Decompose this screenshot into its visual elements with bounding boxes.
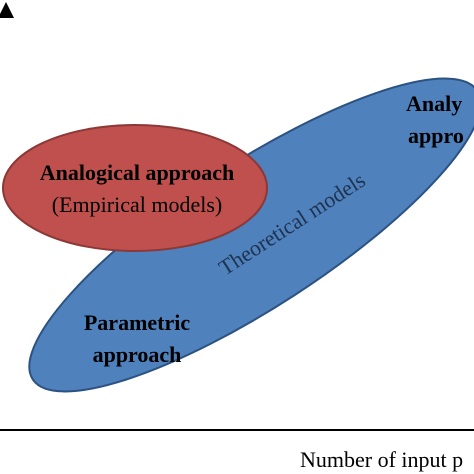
x-axis-label: Number of input p	[300, 447, 463, 472]
parametric-approach-line1: Parametric	[84, 310, 190, 335]
analogical-approach-ellipse	[2, 124, 268, 252]
y-axis-arrowhead	[0, 2, 14, 18]
analytical-approach-line2: appro	[408, 123, 464, 148]
analogical-approach-title: Analogical approach	[40, 160, 235, 185]
analytical-approach-line1: Analy	[406, 91, 462, 116]
empirical-models-subtitle: (Empirical models)	[52, 192, 222, 217]
parametric-approach-line2: approach	[93, 342, 182, 367]
